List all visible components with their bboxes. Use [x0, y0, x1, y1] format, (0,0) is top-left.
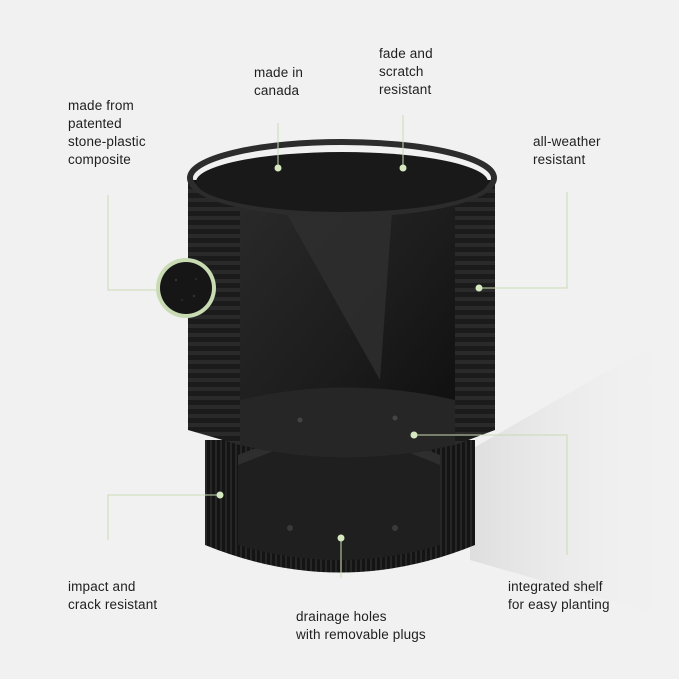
callout-impact-crack: impact and crack resistant	[68, 579, 158, 612]
callout-drainage-holes: drainage holes with removable plugs	[296, 609, 426, 642]
cast-shadow	[470, 330, 679, 620]
right-ribbed-wall	[455, 180, 495, 445]
callout-all-weather: all-weather resistant	[533, 134, 601, 167]
left-ribbed-wall	[188, 180, 240, 445]
planter-rim	[187, 139, 497, 217]
callout-stone-plastic: made from patented stone-plastic composi…	[68, 98, 146, 167]
callout-leaders	[107, 115, 568, 578]
callout-dots	[216, 164, 483, 542]
drainage-hole	[392, 525, 398, 531]
callout-fade-scratch: fade and scratch resistant	[379, 46, 433, 97]
drainage-hole	[287, 525, 293, 531]
callout-integrated-shelf: integrated shelf for easy planting	[508, 579, 610, 612]
material-texture-swatch-icon	[156, 258, 216, 318]
callout-made-in-canada: made in canada	[254, 65, 304, 98]
integrated-shelf	[240, 387, 455, 458]
